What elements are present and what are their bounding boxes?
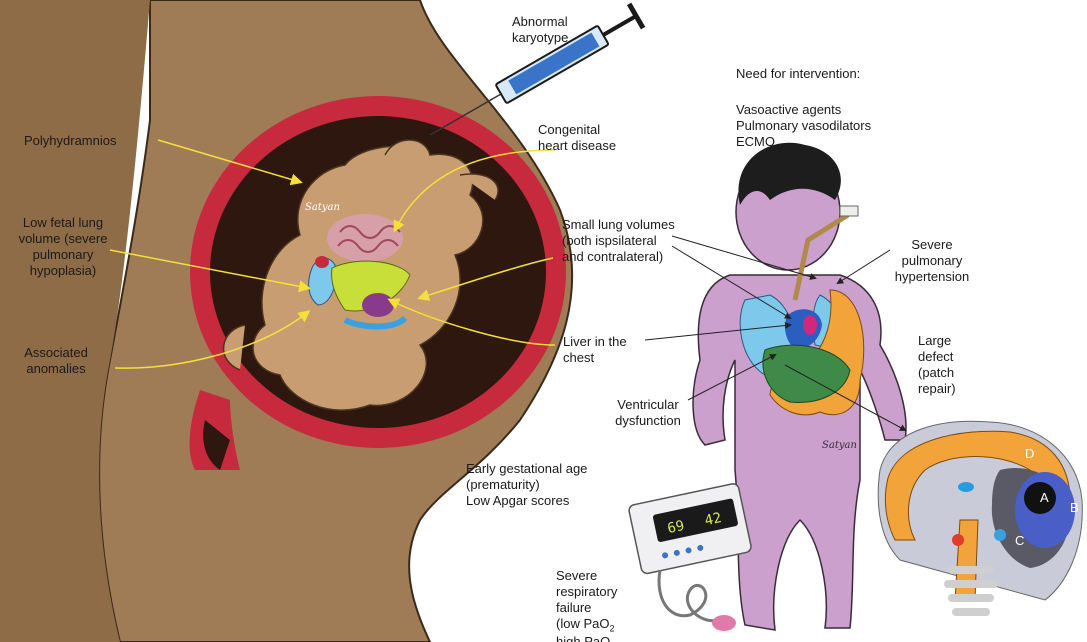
label-ventricular-dysfunction: Ventricular dysfunction xyxy=(604,397,692,429)
label-liver-in-chest: Liver in the chest xyxy=(563,334,627,366)
label-abnormal-karyotype: Abnormal karyotype xyxy=(512,14,568,46)
label-congenital-heart-disease: Congenital heart disease xyxy=(538,122,616,154)
letter-d: D xyxy=(1025,446,1034,461)
label-low-fetal-lung-volume: Low fetal lung volume (severe pulmonary … xyxy=(12,215,114,279)
label-early-gestational-age: Early gestational age (prematurity) Low … xyxy=(466,461,587,509)
letter-b: B xyxy=(1070,500,1079,515)
pulse-oximeter: 69 42 xyxy=(628,483,752,575)
label-associated-anomalies: Associated anomalies xyxy=(8,345,104,377)
label-high-pao2: high PaO2 xyxy=(556,618,615,642)
label-need-intervention: Need for intervention: xyxy=(736,66,860,82)
diaphragm-cross-section xyxy=(878,421,1082,616)
label-severe-pulmonary-hypertension: Severe pulmonary hypertension xyxy=(886,237,978,285)
label-small-lung-volumes: Small lung volumes (both ispsilateral an… xyxy=(562,217,675,265)
letter-a: A xyxy=(1040,490,1049,505)
infant-signature: Satyan xyxy=(822,440,857,451)
letter-c: C xyxy=(1015,533,1024,548)
label-polyhydramnios: Polyhydramnios xyxy=(24,133,117,149)
label-large-defect: Large defect (patch repair) xyxy=(918,333,956,397)
high-pao2-text: high PaO xyxy=(556,634,610,642)
fetus-signature: Satyan xyxy=(305,202,340,213)
label-interventions: Vasoactive agents Pulmonary vasodilators… xyxy=(736,102,871,150)
